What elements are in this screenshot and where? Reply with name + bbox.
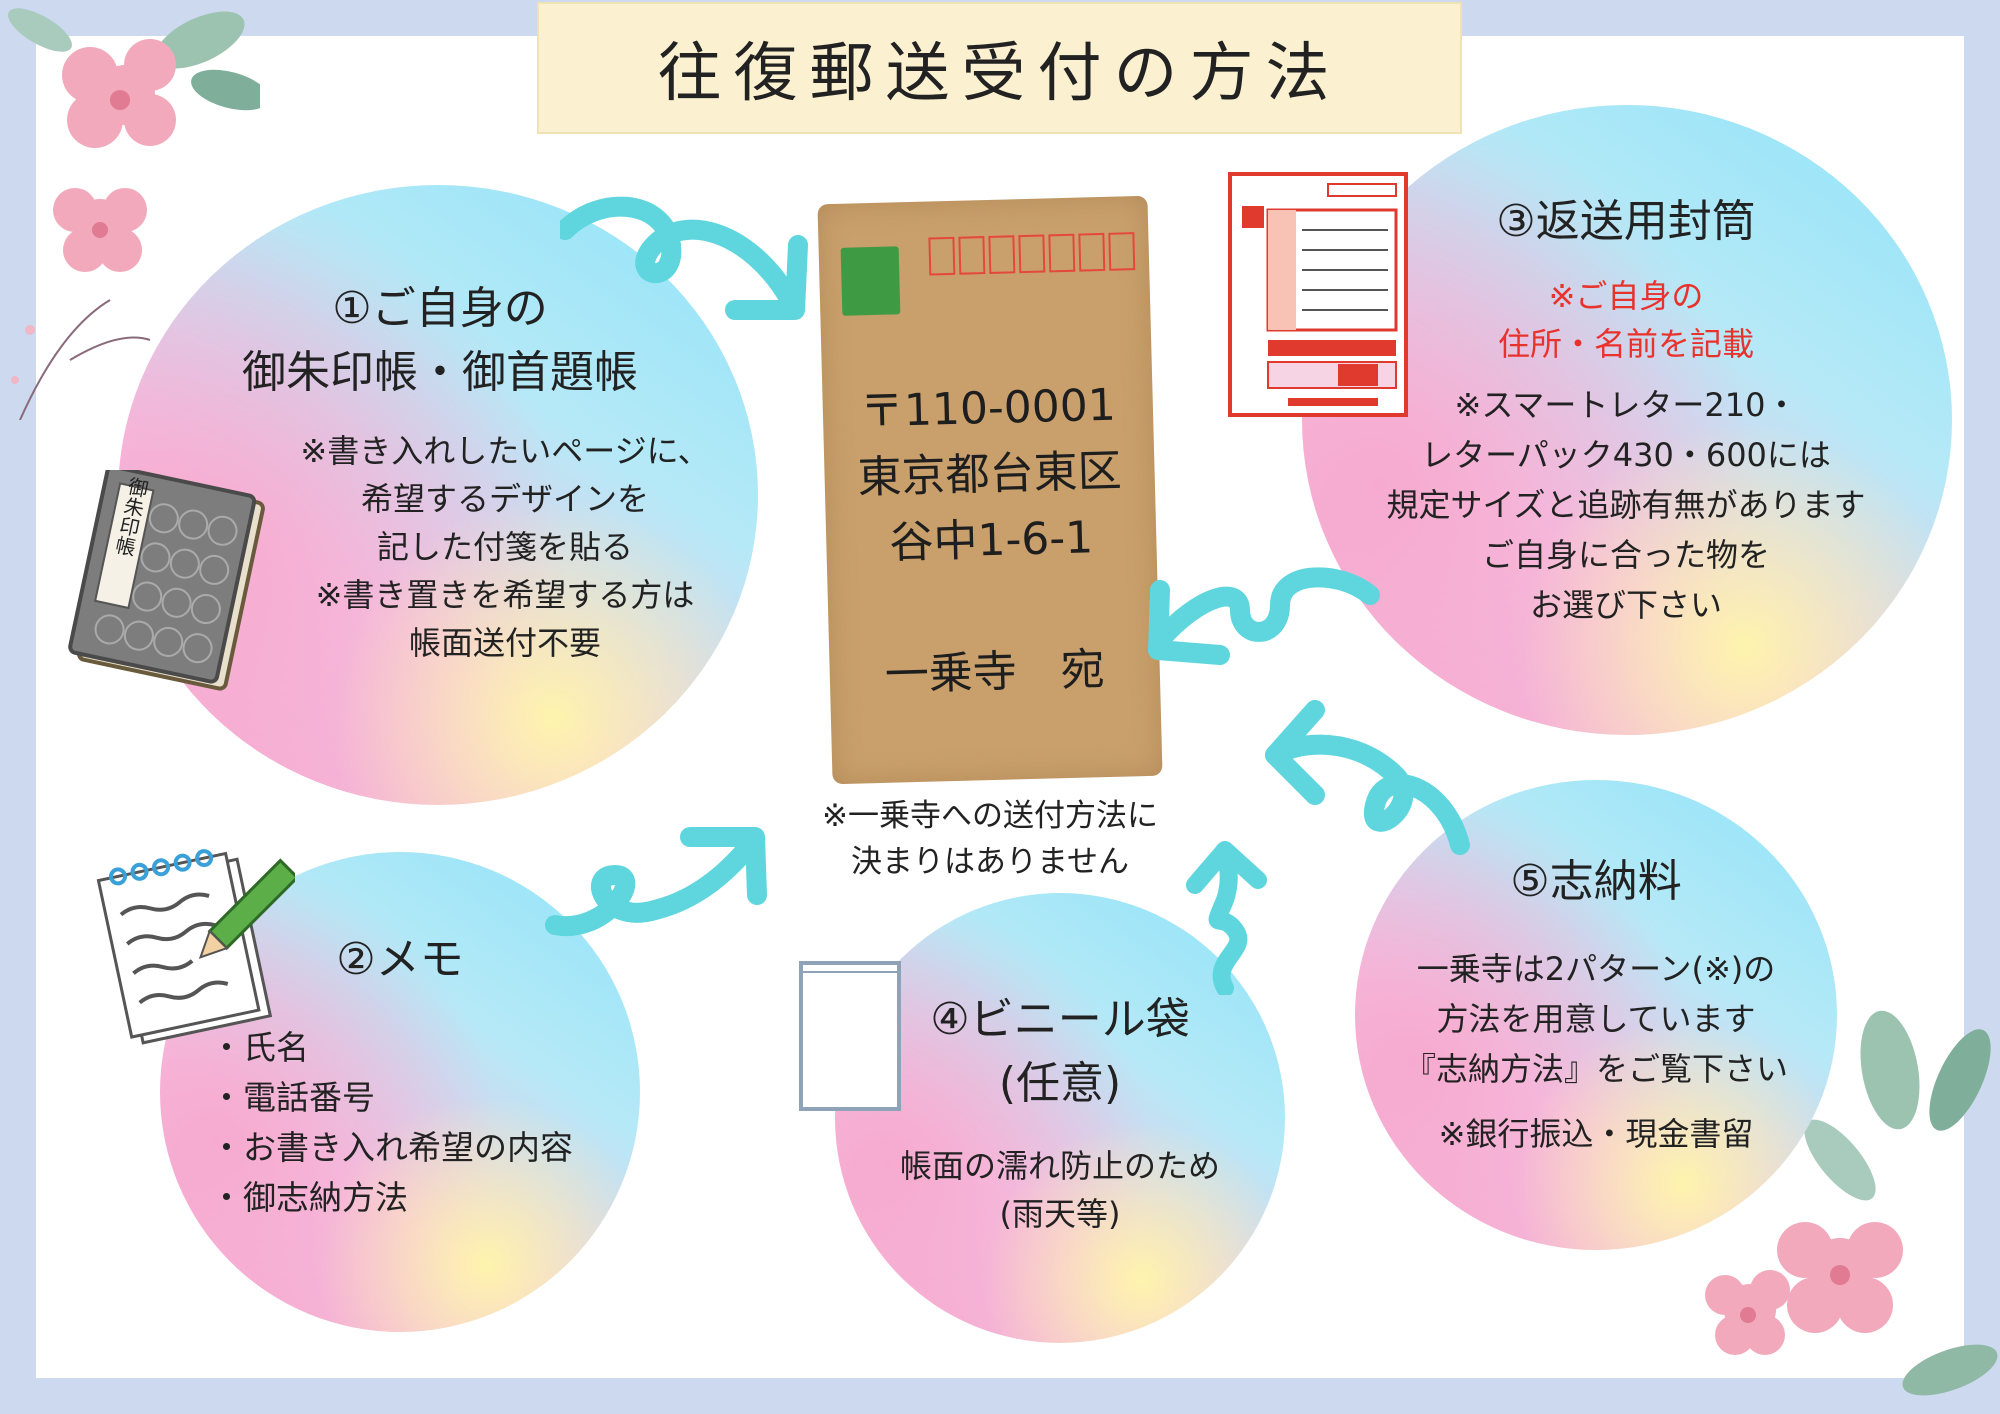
step-2-item: ・お書き入れ希望の内容 [210,1128,573,1167]
step-3-red-line1: ※ご自身の [1548,277,1704,315]
envelope-recipient: 一乗寺 宛 [884,644,1106,701]
step-1-line: 希望するデザインを [360,480,649,518]
step-2-item: ・電話番号 [210,1078,375,1117]
plastic-bag-icon [799,961,901,1111]
page-title: 往復郵送受付の方法 [657,37,1342,111]
stamp-icon [840,246,901,316]
leaf-icon [8,8,260,111]
step-3-circle [1302,105,1952,735]
title-banner: 往復郵送受付の方法 [537,2,1462,134]
step-3-line: ご自身に合った物を [1481,536,1770,574]
step-5-heading: ⑤志納料 [1510,856,1682,907]
step-3-line: レターパック430・600には [1421,436,1831,474]
step-2-item: ・御志納方法 [210,1178,408,1217]
goshuin-book-icon: 御朱印帳 [68,470,265,691]
step-5-circle [1355,780,1837,1250]
step-1-line: ※書き置きを希望する方は [315,576,695,614]
step-5-text: ⑤志納料 一乗寺は2パターン(※)の 方法を用意しています 『志納方法』をご覧下… [1356,850,1836,1158]
center-note-line: 決まりはありません [850,844,1130,880]
arrow-step3-to-envelope [1148,567,1380,665]
step-1-text: ①ご自身の 御朱印帳・御首題帳 ※書き入れしたいページに、 希望するデザインを … [160,277,720,667]
arrow-step1-to-envelope [560,196,808,320]
pencil-icon [198,858,295,960]
envelope-address-line2: 谷中1-6-1 [888,512,1094,569]
memo-pad-icon [96,849,295,1045]
envelope-address-line1: 東京都台東区 [856,445,1123,504]
step-4-line: (雨天等) [999,1195,1121,1233]
step-5-line: 一乗寺は2パターン(※)の [1416,950,1776,988]
envelope-postal-code: 〒110-0001 [859,379,1117,438]
step-3-line: お選び下さい [1529,586,1722,624]
step-5-line: 方法を用意しています [1436,1000,1756,1038]
step-4-text: ④ビニール袋 (任意) 帳面の濡れ防止のため (雨天等) [860,988,1260,1238]
step-3-text: ③返送用封筒 ※ご自身の 住所・名前を記載 ※スマートレター210・ レターパッ… [1326,190,1926,630]
step-1-line: ※書き入れしたいページに、 [300,432,710,470]
center-note-line: ※一乗寺への送付方法に [822,798,1158,834]
step-4-circle [835,893,1285,1343]
blossom-icon [1705,1222,1903,1355]
step-3-line: ※スマートレター210・ [1454,386,1798,424]
step-3-heading: ③返送用封筒 [1496,196,1756,247]
step-4-line: 帳面の濡れ防止のため [899,1147,1220,1185]
step-1-line: 記した付箋を貼る [376,528,633,566]
blossom-icon [53,39,176,272]
step-5-line: 『志納方法』をご覧下さい [1403,1050,1788,1088]
step-4-heading-line1: ④ビニール袋 [930,994,1190,1045]
arrow-step4-to-envelope [1186,841,1267,995]
arrow-step2-to-envelope [545,827,767,937]
flower-decoration-bottom-right [1705,1010,1998,1396]
step-2-item: ・氏名 [210,1028,309,1067]
step-1-line: 帳面送付不要 [408,624,601,662]
center-note: ※一乗寺への送付方法に 決まりはありません [790,793,1190,885]
envelope: 〒110-0001 東京都台東区 谷中1-6-1 一乗寺 宛 [817,195,1163,785]
step-5-note: ※銀行振込・現金書留 [1438,1115,1754,1153]
step-2-heading: ②メモ [336,934,464,985]
step-3-red-line2: 住所・名前を記載 [1497,325,1754,363]
arrow-step5-to-envelope [1265,700,1470,855]
step-4-heading-line2: (任意) [998,1058,1122,1109]
step-2-list: ・氏名 ・電話番号 ・お書き入れ希望の内容 ・御志納方法 [210,1023,573,1223]
step-3-line: 規定サイズと追跡有無があります [1386,486,1866,524]
flower-decoration-top-left [8,8,260,420]
postal-code-boxes [928,232,1136,276]
letter-pack-icon [1228,172,1408,417]
step-1-heading-line1: ①ご自身の [332,283,548,334]
step-1-heading-line2: 御朱印帳・御首題帳 [242,347,638,398]
leaf-icon [1804,1010,1998,1396]
